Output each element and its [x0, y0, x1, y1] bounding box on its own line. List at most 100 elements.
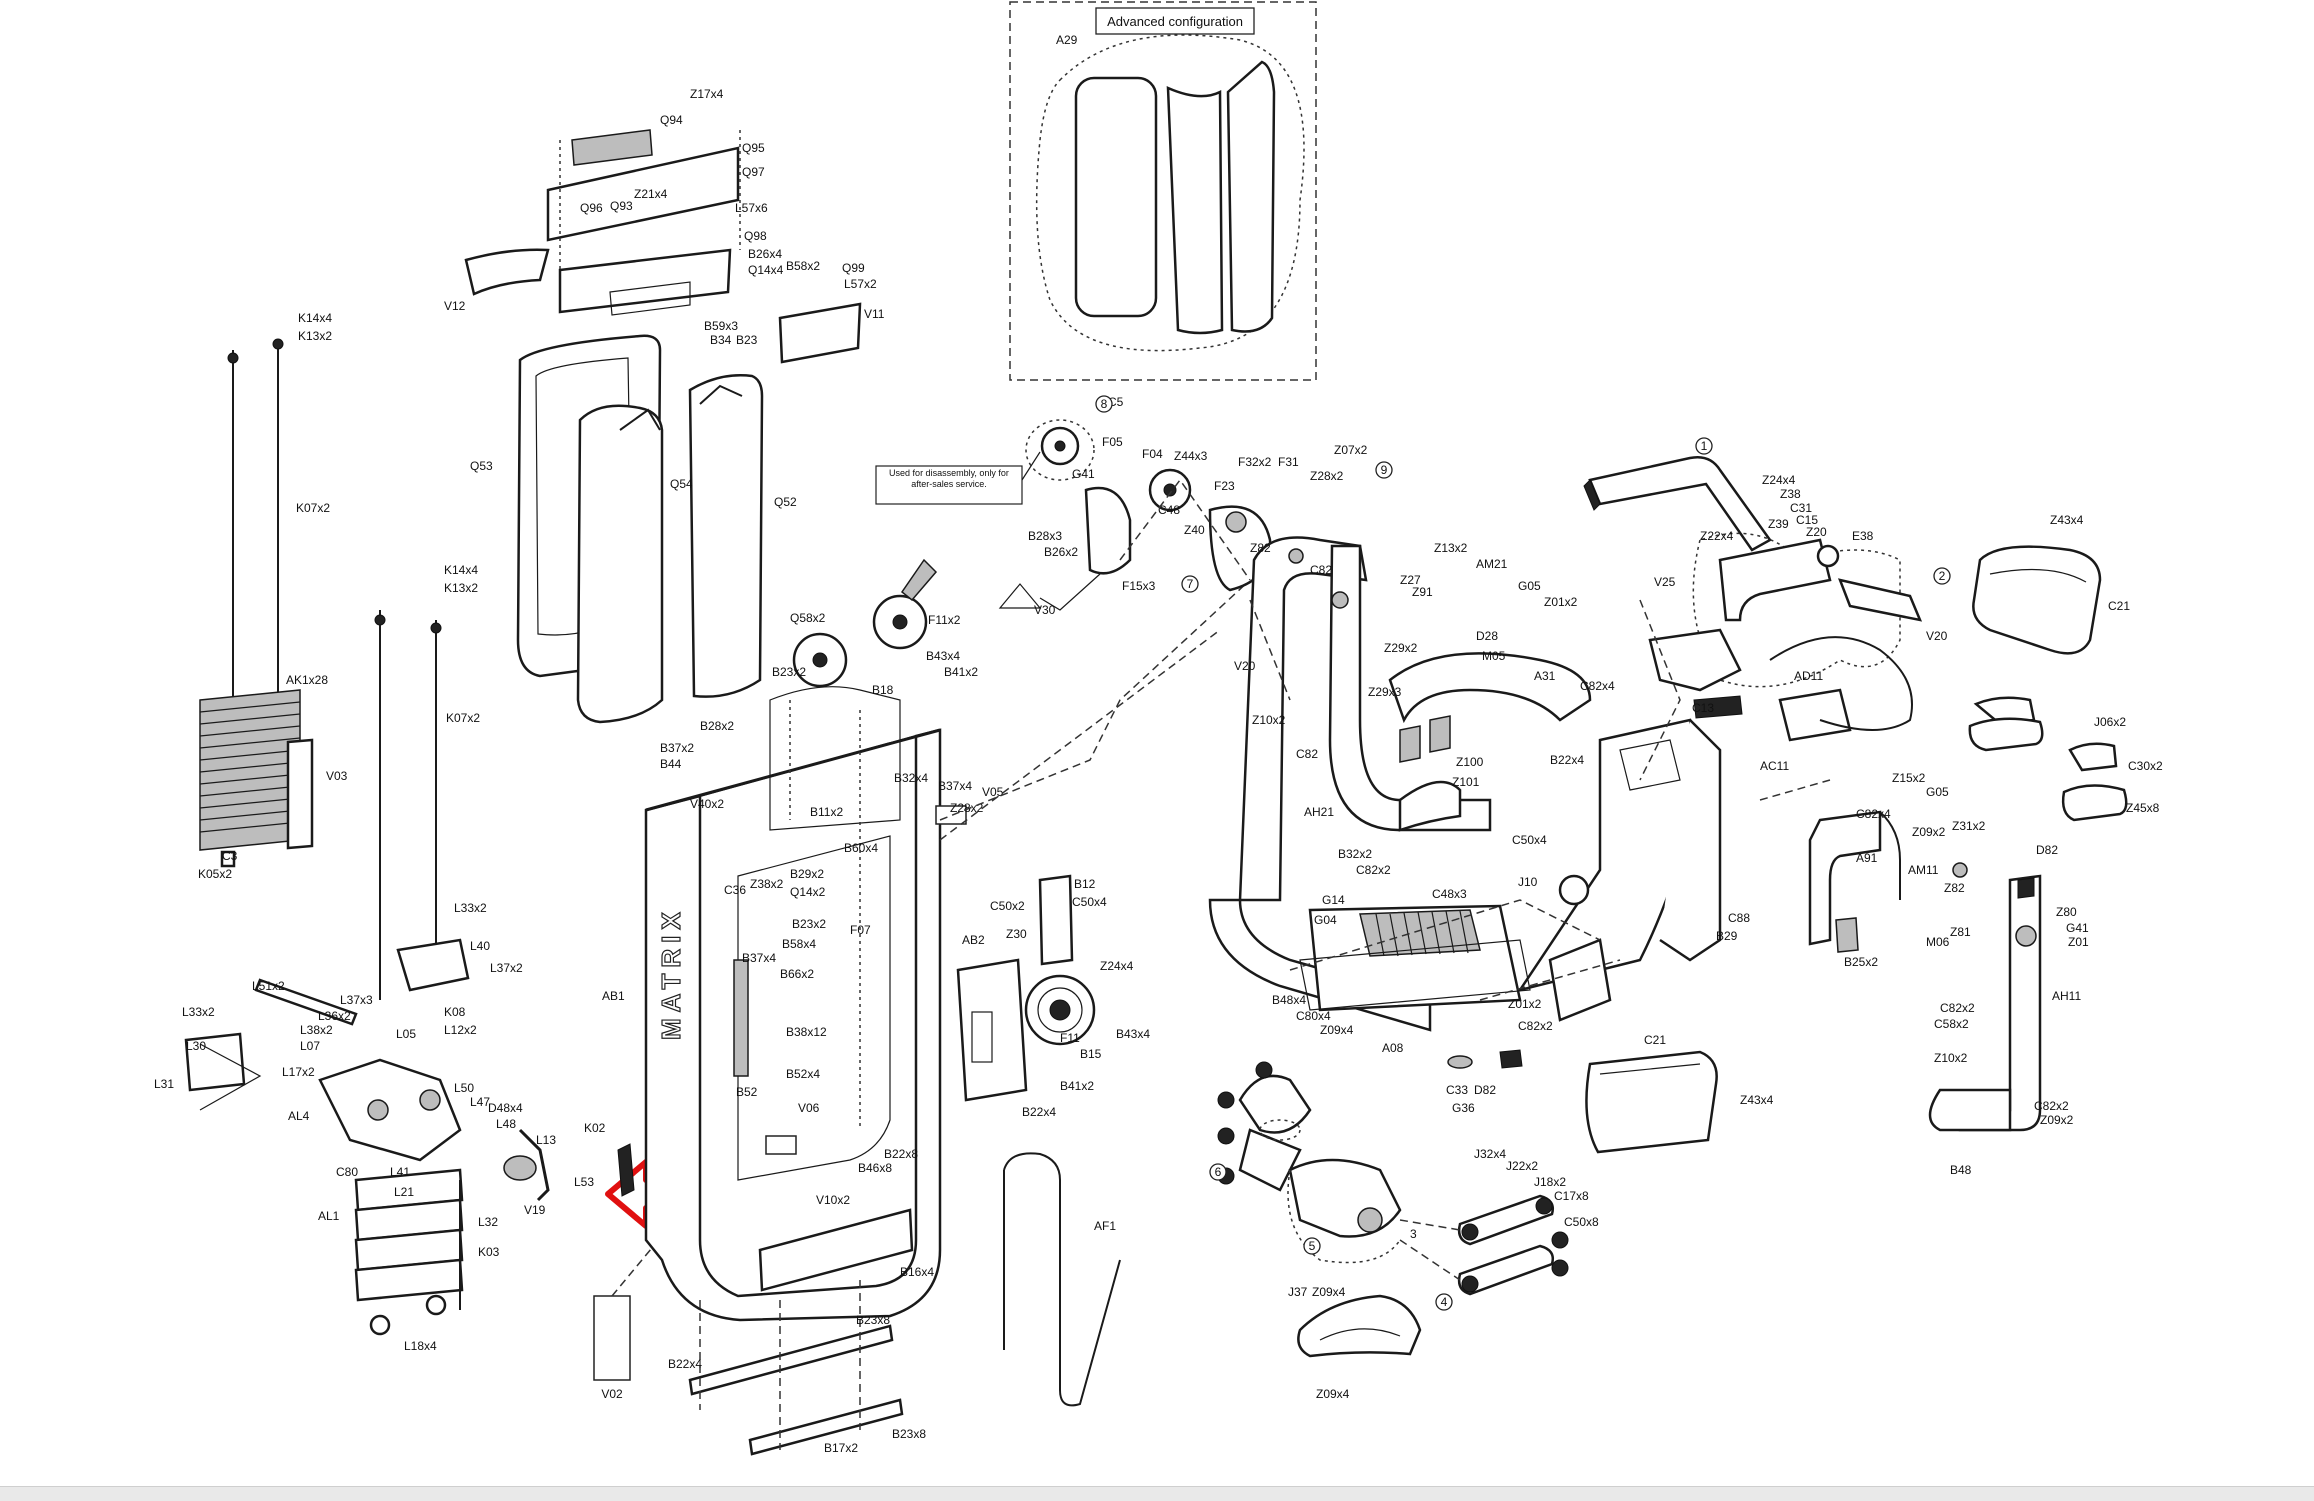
part-label: B16x4: [900, 1265, 934, 1279]
seat-pad-C21: [1585, 1050, 1718, 1154]
note-box: [875, 465, 1023, 505]
part-label: F31: [1278, 455, 1299, 469]
link-arm: [1457, 1244, 1554, 1296]
part-label: B12: [1074, 877, 1096, 891]
seat-arc-A31: [1388, 652, 1592, 724]
part-label: L17x2: [282, 1065, 315, 1079]
part-label: L13: [536, 1133, 556, 1147]
part-label: B22x4: [1550, 753, 1584, 767]
top-shroud-assembly: Z17x4 Q94 Q95 Q97 Q96 Z21x4 Q93 L57x6 Q9…: [444, 87, 885, 364]
part-label: C82x4: [1580, 679, 1615, 693]
part-label: Q99: [842, 261, 865, 275]
part-label: C36: [724, 883, 746, 897]
part-label: B37x4: [938, 779, 972, 793]
part-label: Z81: [1950, 925, 1971, 939]
part-label: L51x2: [252, 979, 285, 993]
part-label: AL4: [288, 1109, 310, 1123]
part-label: C80x4: [1296, 1009, 1331, 1023]
part-label: B22x8: [884, 1147, 918, 1161]
part-label: Z01: [2068, 935, 2089, 949]
part-label: K07x2: [446, 711, 480, 725]
part-label: Z07x2: [1334, 443, 1368, 457]
part-label: Z10x2: [1252, 713, 1286, 727]
part-label: K02: [584, 1121, 606, 1135]
part-label: Z10x2: [1934, 1051, 1968, 1065]
part-label: B32x4: [894, 771, 928, 785]
side-covers: Q53 Q54 Q52: [470, 334, 797, 724]
part-label: AD11: [1794, 669, 1823, 683]
part-label: Q14x4: [748, 263, 784, 277]
callout-title-box: [1095, 7, 1255, 35]
part-label: B58x4: [782, 937, 816, 951]
part-label: C15: [1796, 513, 1818, 527]
part-label: Z17x4: [690, 87, 724, 101]
part-label: B43x4: [1116, 1027, 1150, 1041]
part-label: V02: [601, 1387, 623, 1401]
part-label: B38x12: [786, 1025, 827, 1039]
pad-roller: [1968, 717, 2044, 752]
pad-roller: [2061, 784, 2128, 822]
handle-V19: [518, 1128, 550, 1202]
part-label: C17x8: [1554, 1189, 1589, 1203]
part-label: J18x2: [1534, 1175, 1566, 1189]
part-label: C50x4: [1512, 833, 1547, 847]
frame-AH21: [1328, 544, 1492, 832]
part-label: V20: [1234, 659, 1256, 673]
part-label: AM21: [1476, 557, 1508, 571]
part-label: C33: [1446, 1083, 1468, 1097]
part-label: B23x2: [792, 917, 826, 931]
part-label: G05: [1518, 579, 1541, 593]
part-label: Z09x4: [1312, 1285, 1346, 1299]
part-label: L18x4: [404, 1339, 437, 1353]
weight-stack-assembly: K14x4 K13x2 K07x2 AK1x28 V03 K05x2 C3 K1…: [198, 311, 487, 1000]
part-label: B37x2: [660, 741, 694, 755]
part-label: B26x4: [748, 247, 782, 261]
part-label: F23: [1214, 479, 1235, 493]
callout-number: 9: [1381, 463, 1388, 477]
part-label: Z28x2: [950, 801, 984, 815]
part-label: B48x4: [1272, 993, 1306, 1007]
part-label: K08: [444, 1005, 466, 1019]
part-label: AK1x28: [286, 673, 328, 687]
part-label: Z38x2: [750, 877, 784, 891]
part-label: J32x4: [1474, 1147, 1506, 1161]
window-bottom-scrollbar[interactable]: [0, 1486, 2314, 1501]
part-label: C80: [336, 1165, 358, 1179]
part-label: B22x4: [668, 1357, 702, 1371]
part-label: B23: [736, 333, 758, 347]
pulley-bracket-B12: [1038, 874, 1074, 966]
part-label: Q96: [580, 201, 603, 215]
part-label: Z91: [1412, 585, 1433, 599]
part-label: Q97: [742, 165, 765, 179]
part-label: C13: [1692, 701, 1714, 715]
part-label: C50x4: [1072, 895, 1107, 909]
padded-area-outline: [1035, 34, 1305, 352]
part-label: B41x2: [1060, 1079, 1094, 1093]
part-label: G05: [1926, 785, 1949, 799]
part-label: B26x2: [1044, 545, 1078, 559]
pin-selector: [733, 959, 749, 1077]
callout-number: 1: [1701, 439, 1708, 453]
part-label: AF1: [1094, 1219, 1116, 1233]
part-label: Z28x2: [1310, 469, 1344, 483]
foot-linkage: 6 5 4 J32x4 J22x2 J18x2 C17x8 C50x8 Z09x…: [1209, 1061, 1599, 1311]
part-label: C82x4: [1856, 807, 1891, 821]
part-label: L57x6: [735, 201, 768, 215]
weight-stack-cover: [286, 738, 314, 850]
part-label: L05: [396, 1027, 416, 1041]
part-label: Z29x2: [1384, 641, 1418, 655]
part-label: Z45x8: [2126, 801, 2160, 815]
part-label: B29x2: [790, 867, 824, 881]
part-label: Q93: [610, 199, 633, 213]
part-label: Z09x4: [1320, 1023, 1354, 1037]
part-label: C48x3: [1432, 887, 1467, 901]
part-label: B22x4: [1022, 1105, 1056, 1119]
back-pad-C21: [1972, 545, 2102, 655]
part-label: L40: [470, 939, 490, 953]
back-pad-3: [1226, 60, 1276, 333]
back-pad-1: [1074, 76, 1158, 318]
part-label: B28x2: [700, 719, 734, 733]
part-label: C30x2: [2128, 759, 2163, 773]
shroud-side-cover: [464, 248, 550, 296]
part-label: AL1: [318, 1209, 340, 1223]
